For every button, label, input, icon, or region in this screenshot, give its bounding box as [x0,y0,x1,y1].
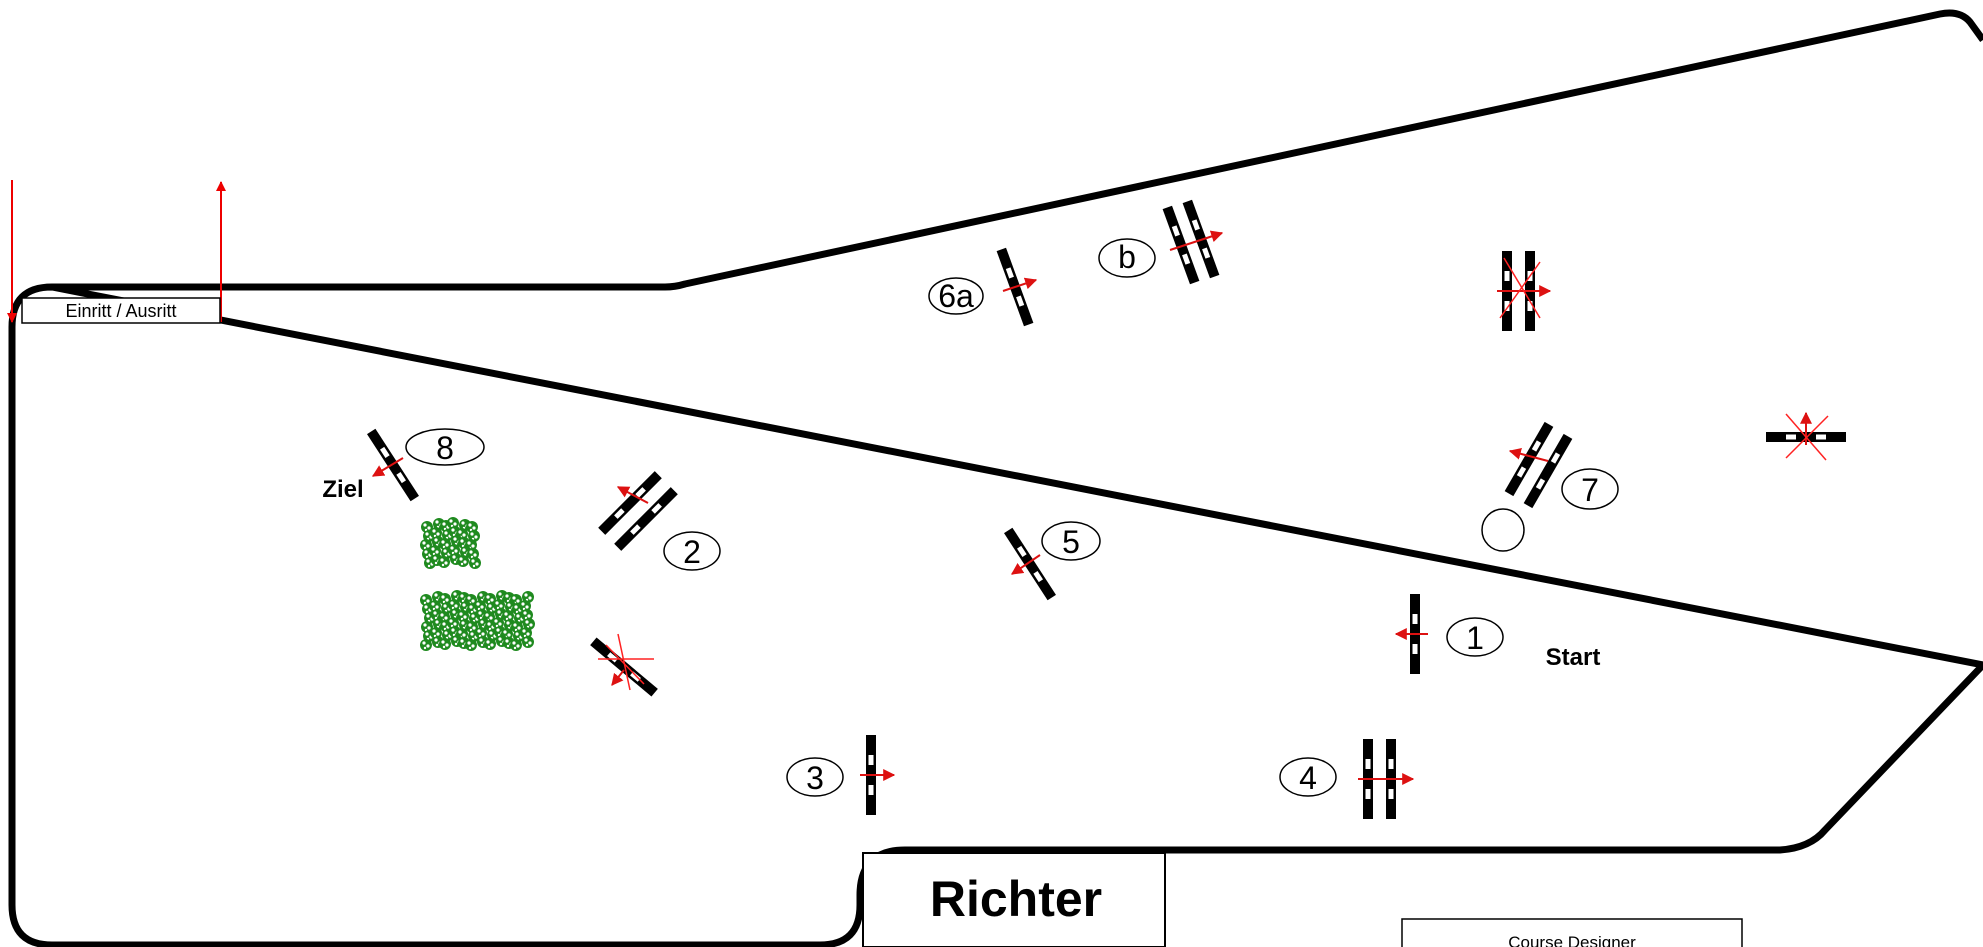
jump-6a: 6a [928,247,1038,327]
jump-8-number: 8 [436,430,454,466]
jump-1-number: 1 [1466,620,1484,656]
jump-1: 1 Start [1394,594,1601,674]
jump-6b-number: b [1118,239,1136,275]
entry-exit-label: Einritt / Ausritt [65,301,176,321]
jump-4: 4 [1279,739,1415,819]
arena-boundary [8,9,1983,947]
crossed-out-fence-2 [1497,251,1552,331]
jump-5: 5 [1004,521,1101,601]
judge-box: Richter [862,852,1166,947]
jump-2: 2 [598,471,721,571]
jump-3-number: 3 [806,760,824,796]
judge-label: Richter [930,871,1102,927]
course-designer-box: Course Designer [1401,918,1743,947]
flower-box-1 [420,517,481,569]
jump-7-number: 7 [1581,472,1599,508]
jump-4-number: 4 [1299,760,1317,796]
entry-exit-gate: Einritt / Ausritt [7,180,226,324]
jump-6a-number: 6a [938,278,974,314]
crossed-out-fence-3 [1766,411,1846,461]
course-designer-label: Course Designer [1508,933,1636,947]
flower-box-2 [420,590,535,651]
turning-marker-circle [1481,508,1525,552]
crossed-out-fence-1 [590,633,658,697]
jump-7: 7 [1504,421,1619,510]
finish-label: Ziel [322,476,363,503]
jump-2-number: 2 [683,534,701,570]
jump-6b: b [1098,199,1224,285]
jump-5-number: 5 [1062,524,1080,560]
start-label: Start [1546,644,1601,671]
jump-8: 8 Ziel [322,428,485,503]
jump-3: 3 [786,735,896,815]
